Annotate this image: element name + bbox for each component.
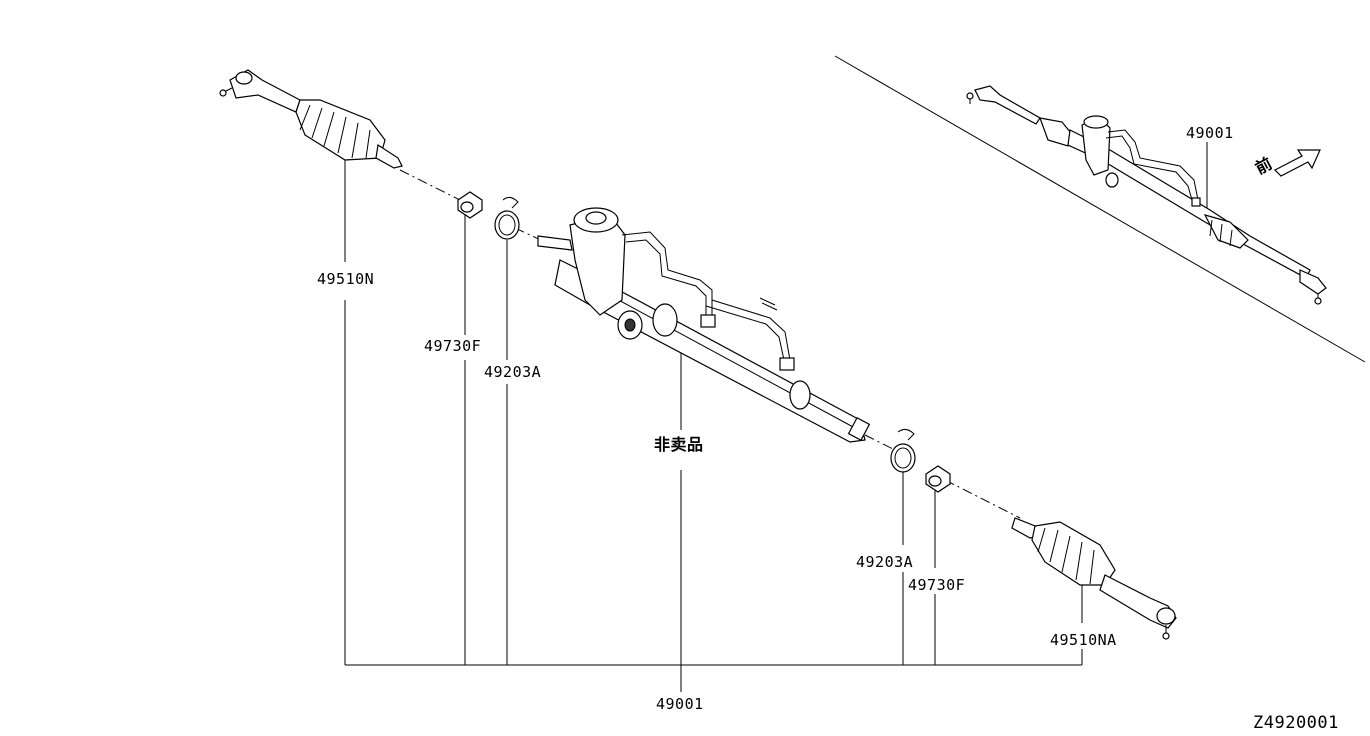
label-boot-clamp-right: 49203A (856, 553, 914, 571)
label-lock-nut-left: 49730F (424, 337, 482, 355)
inset-view (834, 55, 1366, 363)
label-inset-gear-assembly: 49001 (1186, 124, 1234, 142)
boot-clamp-left (494, 196, 520, 240)
label-boot-clamp-left: 49203A (484, 363, 542, 381)
outer-tie-rod-left (219, 69, 403, 169)
label-gear-assembly: 49001 (656, 695, 704, 713)
label-outer-tie-rod-right: 49510NA (1050, 631, 1117, 649)
leader-lines (344, 142, 1208, 692)
front-arrow-icon (1273, 149, 1321, 177)
lock-nut-right (925, 465, 951, 493)
figure-code: Z4920001 (1253, 713, 1339, 733)
outer-tie-rod-right (1011, 517, 1177, 640)
boot-clamp-right (890, 428, 916, 473)
rack-housing (537, 207, 871, 443)
label-lock-nut-right: 49730F (908, 576, 966, 594)
label-outer-tie-rod-left: 49510N (317, 270, 375, 288)
lock-nut-left (457, 191, 483, 219)
label-not-sold: 非卖品 (654, 435, 704, 454)
